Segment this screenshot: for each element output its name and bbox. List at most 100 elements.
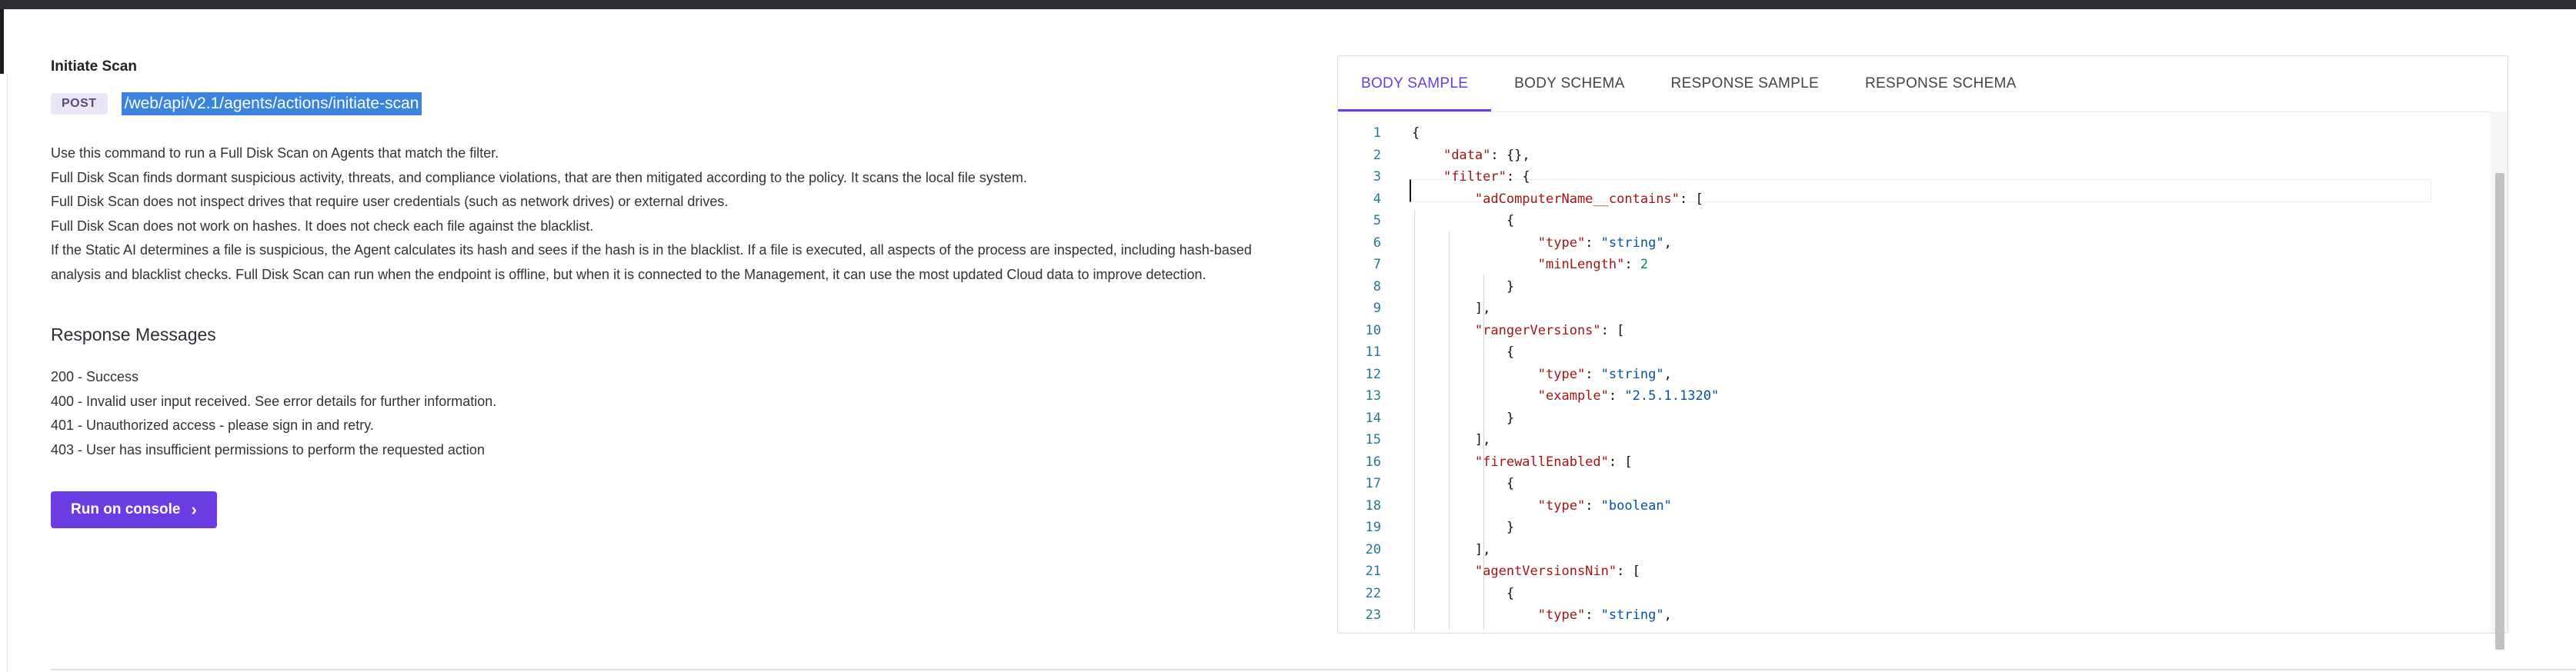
code-text: ], <box>1412 301 1491 316</box>
response-message: 403 - User has insufficient permissions … <box>51 441 485 457</box>
code-line: 17 { <box>1338 473 2492 495</box>
indent-guide <box>1483 274 1484 630</box>
code-text: ], <box>1412 541 1491 557</box>
line-number: 13 <box>1365 388 1381 404</box>
window-top-bar <box>0 0 2576 9</box>
bottom-divider <box>51 669 2576 670</box>
run-on-console-label: Run on console <box>71 501 181 517</box>
endpoint-details: Initiate Scan POST /web/api/v2.1/agents/… <box>51 54 1297 528</box>
indent-guide <box>1414 210 1415 630</box>
line-number: 15 <box>1365 432 1381 447</box>
description-line: Full Disk Scan does not work on hashes. … <box>51 218 594 234</box>
response-message: 200 - Success <box>51 369 139 384</box>
code-text: "rangerVersions": [ <box>1474 322 1625 338</box>
response-messages-list: 200 - Success 400 - Invalid user input r… <box>51 365 1297 462</box>
scrollbar-thumb[interactable] <box>2495 173 2504 650</box>
editor-scrollbar[interactable] <box>2491 111 2508 650</box>
line-number: 7 <box>1373 257 1381 272</box>
line-number: 23 <box>1365 607 1381 623</box>
code-line: 18 "type": "boolean" <box>1338 495 2492 517</box>
code-text: ], <box>1412 432 1491 447</box>
code-line: 11 { <box>1338 341 2492 364</box>
code-text: "type": "string", <box>1537 235 1672 251</box>
endpoint-description: Use this command to run a Full Disk Scan… <box>51 141 1297 287</box>
method-badge: POST <box>51 93 108 115</box>
line-number: 12 <box>1365 366 1381 382</box>
code-line: 10 "rangerVersions": [ <box>1338 320 2492 342</box>
code-line: 20 ], <box>1338 539 2492 561</box>
code-line: 19 } <box>1338 517 2492 539</box>
code-line: 23 "type": "string", <box>1338 604 2492 627</box>
code-text: { <box>1412 125 1420 141</box>
code-text: "type": "boolean" <box>1537 497 1672 514</box>
tab-response-sample[interactable]: RESPONSE SAMPLE <box>1670 75 1819 91</box>
line-number: 8 <box>1373 278 1381 294</box>
line-number: 9 <box>1373 301 1381 316</box>
line-number: 20 <box>1365 541 1381 557</box>
code-line: 14 } <box>1338 408 2492 430</box>
response-message: 400 - Invalid user input received. See e… <box>51 393 497 409</box>
code-text: "type": "string", <box>1537 366 1672 382</box>
code-editor[interactable]: 1{2 "data": {},3 "filter": {4 "adCompute… <box>1338 122 2492 630</box>
code-text: { <box>1412 476 1515 491</box>
code-line: 22 { <box>1338 583 2492 605</box>
code-text: "filter": { <box>1443 169 1530 185</box>
line-number: 4 <box>1373 191 1381 207</box>
run-on-console-button[interactable]: Run on console › <box>51 491 217 528</box>
code-text: "firewallEnabled": [ <box>1474 454 1633 470</box>
code-line: 4 "adComputerName__contains": [ <box>1338 188 2492 211</box>
code-line: 12 "type": "string", <box>1338 364 2492 386</box>
indent-guide <box>1449 231 1450 630</box>
code-line: 6 "type": "string", <box>1338 232 2492 254</box>
code-text: } <box>1412 520 1515 535</box>
line-number: 11 <box>1365 344 1381 360</box>
line-number: 17 <box>1365 476 1381 491</box>
line-number: 21 <box>1365 564 1381 579</box>
code-line: 16 "firewallEnabled": [ <box>1338 451 2492 474</box>
code-text: } <box>1412 410 1515 426</box>
code-line: 5 { <box>1338 210 2492 232</box>
line-number: 5 <box>1373 213 1381 228</box>
left-divider <box>7 74 8 672</box>
line-number: 1 <box>1373 125 1381 141</box>
code-line: 13 "example": "2.5.1.1320" <box>1338 385 2492 408</box>
response-message: 401 - Unauthorized access - please sign … <box>51 418 374 433</box>
line-number: 2 <box>1373 147 1381 163</box>
endpoint-title: Initiate Scan <box>51 58 137 75</box>
code-text: { <box>1412 344 1515 360</box>
response-messages-title: Response Messages <box>51 324 216 344</box>
code-text: } <box>1412 278 1515 294</box>
description-line: Use this command to run a Full Disk Scan… <box>51 145 499 161</box>
tab-body-sample[interactable]: BODY SAMPLE <box>1338 56 1492 111</box>
line-number: 6 <box>1373 235 1381 251</box>
code-line: 3 "filter": { <box>1338 166 2492 188</box>
code-text: "minLength": 2 <box>1537 257 1649 272</box>
code-line: 8 } <box>1338 276 2492 298</box>
current-line-highlight <box>1410 179 2431 202</box>
code-text: { <box>1412 213 1515 228</box>
code-text: "example": "2.5.1.1320" <box>1537 388 1720 404</box>
chevron-right-icon: › <box>191 500 197 519</box>
endpoint-path[interactable]: /web/api/v2.1/agents/actions/initiate-sc… <box>121 92 422 115</box>
sample-panel: BODY SAMPLE BODY SCHEMA RESPONSE SAMPLE … <box>1337 55 2508 650</box>
line-number: 10 <box>1365 322 1381 338</box>
line-number: 18 <box>1365 497 1381 514</box>
line-number: 19 <box>1365 520 1381 535</box>
code-line: 15 ], <box>1338 429 2492 451</box>
description-line: Full Disk Scan does not inspect drives t… <box>51 194 729 209</box>
code-text: "adComputerName__contains": [ <box>1474 191 1703 207</box>
code-line: 21 "agentVersionsNin": [ <box>1338 561 2492 583</box>
code-text: "agentVersionsNin": [ <box>1474 564 1640 579</box>
code-lines: 1{2 "data": {},3 "filter": {4 "adCompute… <box>1338 122 2492 627</box>
code-line: 1{ <box>1338 122 2492 145</box>
tab-body-schema[interactable]: BODY SCHEMA <box>1514 75 1625 91</box>
code-line: 2 "data": {}, <box>1338 145 2492 167</box>
description-line: If the Static AI determines a file is su… <box>51 242 1252 282</box>
line-number: 14 <box>1365 410 1381 426</box>
line-number: 16 <box>1365 454 1381 470</box>
code-line: 9 ], <box>1338 298 2492 320</box>
endpoint-row: POST /web/api/v2.1/agents/actions/initia… <box>51 91 1297 117</box>
code-line: 7 "minLength": 2 <box>1338 254 2492 276</box>
tab-response-schema[interactable]: RESPONSE SCHEMA <box>1865 75 2017 91</box>
code-text: "data": {}, <box>1443 147 1530 163</box>
